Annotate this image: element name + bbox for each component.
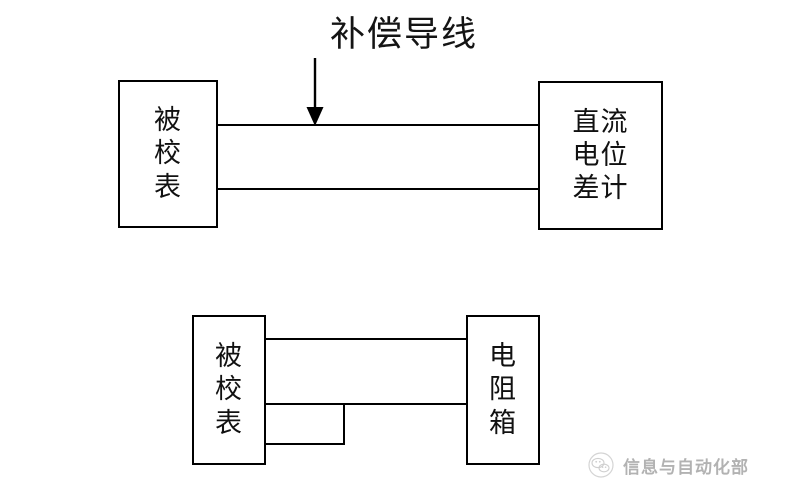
top-lower-wire [216,188,540,190]
compensating-wire-label: 补偿导线 [330,15,479,55]
top-right-box-label: 直流 电位 差计 [572,106,629,205]
top-upper-wire [216,124,540,126]
watermark-text: 信息与自动化部 [623,457,749,478]
bottom-left-box-device-under-test: 被 校 表 [192,315,266,465]
bottom-shorting-link-connector [343,403,345,445]
top-right-box-dc-potentiometer: 直流 电位 差计 [538,81,663,230]
bottom-left-box-label: 被 校 表 [215,341,243,439]
wechat-logo-icon [588,452,614,478]
bottom-upper-wire [264,338,468,340]
top-left-box-device-under-test: 被 校 表 [118,80,218,228]
top-left-box-label: 被 校 表 [154,105,182,203]
down-arrow-icon [306,58,324,126]
bottom-right-box-resistance-box: 电 阻 箱 [466,315,540,465]
bottom-lower-wire [264,443,345,445]
bottom-middle-wire [264,403,468,405]
watermark: 信息与自动化部 [588,452,749,478]
bottom-right-box-label: 电 阻 箱 [489,341,517,439]
